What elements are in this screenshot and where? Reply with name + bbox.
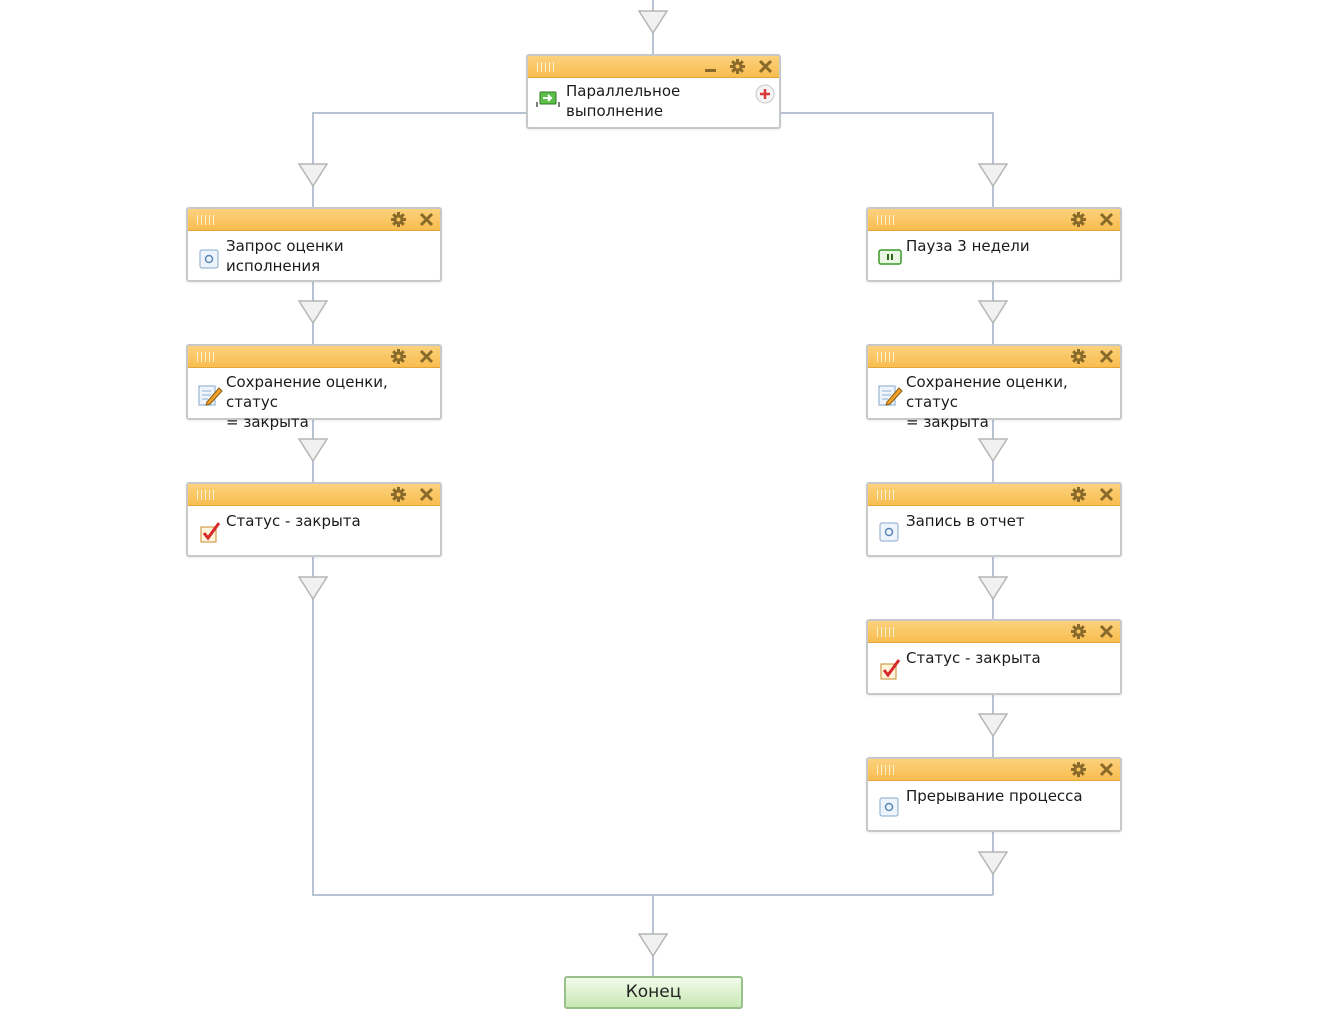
parallel-icon <box>535 88 560 112</box>
close-icon[interactable] <box>1098 623 1115 640</box>
drag-handle[interactable] <box>877 490 897 500</box>
task-icon <box>197 247 221 271</box>
node-title: Пауза 3 недели <box>906 237 1030 255</box>
flow-arrow <box>637 933 669 958</box>
drag-handle[interactable] <box>877 215 897 225</box>
node-title: Сохранение оценки, статус = закрыта <box>906 372 1116 432</box>
node-title: Запрос оценки исполнения <box>226 237 344 275</box>
close-icon[interactable] <box>1098 348 1115 365</box>
checkbox-checked-icon <box>877 656 901 680</box>
node-body: Параллельное выполнение <box>528 78 779 128</box>
flow-arrow <box>977 163 1009 188</box>
left-step-3[interactable]: Статус - закрыта <box>186 482 442 557</box>
parallel-execution-node[interactable]: Параллельное выполнение <box>526 54 781 129</box>
node-header[interactable] <box>868 621 1120 643</box>
node-title: Запись в отчет <box>906 512 1025 530</box>
gear-icon[interactable] <box>1070 486 1087 503</box>
end-node[interactable]: Конец <box>564 976 743 1009</box>
add-branch-icon[interactable] <box>754 83 776 105</box>
node-title: Статус - закрыта <box>906 649 1041 667</box>
right-step-4[interactable]: Статус - закрыта <box>866 619 1122 695</box>
node-title: Прерывание процесса <box>906 787 1083 805</box>
right-step-5[interactable]: Прерывание процесса <box>866 757 1122 832</box>
close-icon[interactable] <box>757 58 774 75</box>
gear-icon[interactable] <box>1070 348 1087 365</box>
node-title: Статус - закрыта <box>226 512 361 530</box>
node-title: Сохранение оценки, статус = закрыта <box>226 372 436 432</box>
right-step-1[interactable]: Пауза 3 недели <box>866 207 1122 282</box>
node-header[interactable] <box>868 346 1120 368</box>
drag-handle[interactable] <box>877 627 897 637</box>
drag-handle[interactable] <box>197 352 217 362</box>
checkbox-checked-icon <box>197 519 221 543</box>
node-header[interactable] <box>528 56 779 78</box>
flow-arrow <box>637 10 669 35</box>
edit-pencil-icon <box>877 382 903 406</box>
flow-arrow <box>977 851 1009 876</box>
pause-icon <box>877 245 902 269</box>
node-title-line: = закрыта <box>906 413 989 431</box>
left-step-2[interactable]: Сохранение оценки, статус = закрыта <box>186 344 442 431</box>
close-icon[interactable] <box>418 486 435 503</box>
node-body: Сохранение оценки, статус = закрыта <box>868 368 1120 431</box>
drag-handle[interactable] <box>877 352 897 362</box>
node-title: Параллельное выполнение <box>566 81 775 121</box>
flow-arrow <box>297 163 329 188</box>
close-icon[interactable] <box>1098 211 1115 228</box>
node-header[interactable] <box>868 759 1120 781</box>
flow-arrow <box>977 576 1009 601</box>
node-header[interactable] <box>188 484 440 506</box>
node-body: Статус - закрыта <box>188 506 440 556</box>
node-header[interactable] <box>868 209 1120 231</box>
drag-handle[interactable] <box>197 215 217 225</box>
node-body: Запись в отчет <box>868 506 1120 556</box>
right-step-2[interactable]: Сохранение оценки, статус = закрыта <box>866 344 1122 431</box>
node-body: Сохранение оценки, статус = закрыта <box>188 368 440 431</box>
close-icon[interactable] <box>418 211 435 228</box>
node-body: Прерывание процесса <box>868 781 1120 831</box>
flow-arrow <box>977 300 1009 325</box>
gear-icon[interactable] <box>1070 623 1087 640</box>
drag-handle[interactable] <box>197 490 217 500</box>
flow-arrow <box>977 438 1009 463</box>
flow-arrow <box>297 300 329 325</box>
flow-arrow <box>297 438 329 463</box>
close-icon[interactable] <box>1098 761 1115 778</box>
gear-icon[interactable] <box>729 58 746 75</box>
gear-icon[interactable] <box>390 348 407 365</box>
node-header[interactable] <box>188 209 440 231</box>
node-title-line: Параллельное <box>566 82 681 100</box>
minimize-icon[interactable] <box>702 58 719 75</box>
task-icon <box>877 795 901 819</box>
gear-icon[interactable] <box>1070 761 1087 778</box>
node-title-line: Сохранение оценки, статус <box>226 373 388 411</box>
right-step-3[interactable]: Запись в отчет <box>866 482 1122 557</box>
node-header[interactable] <box>188 346 440 368</box>
node-title-line: выполнение <box>566 102 664 120</box>
flow-arrow <box>977 713 1009 738</box>
flow-arrow <box>297 576 329 601</box>
drag-handle[interactable] <box>877 765 897 775</box>
node-header[interactable] <box>868 484 1120 506</box>
gear-icon[interactable] <box>390 486 407 503</box>
task-icon <box>877 520 901 544</box>
node-body: Запрос оценки исполнения <box>188 231 440 281</box>
drag-handle[interactable] <box>537 62 557 72</box>
edit-pencil-icon <box>197 382 223 406</box>
node-body: Статус - закрыта <box>868 643 1120 693</box>
gear-icon[interactable] <box>1070 211 1087 228</box>
node-title-line: Сохранение оценки, статус <box>906 373 1068 411</box>
node-body: Пауза 3 недели <box>868 231 1120 281</box>
close-icon[interactable] <box>1098 486 1115 503</box>
left-step-1[interactable]: Запрос оценки исполнения <box>186 207 442 282</box>
node-title-line: = закрыта <box>226 413 309 431</box>
close-icon[interactable] <box>418 348 435 365</box>
gear-icon[interactable] <box>390 211 407 228</box>
